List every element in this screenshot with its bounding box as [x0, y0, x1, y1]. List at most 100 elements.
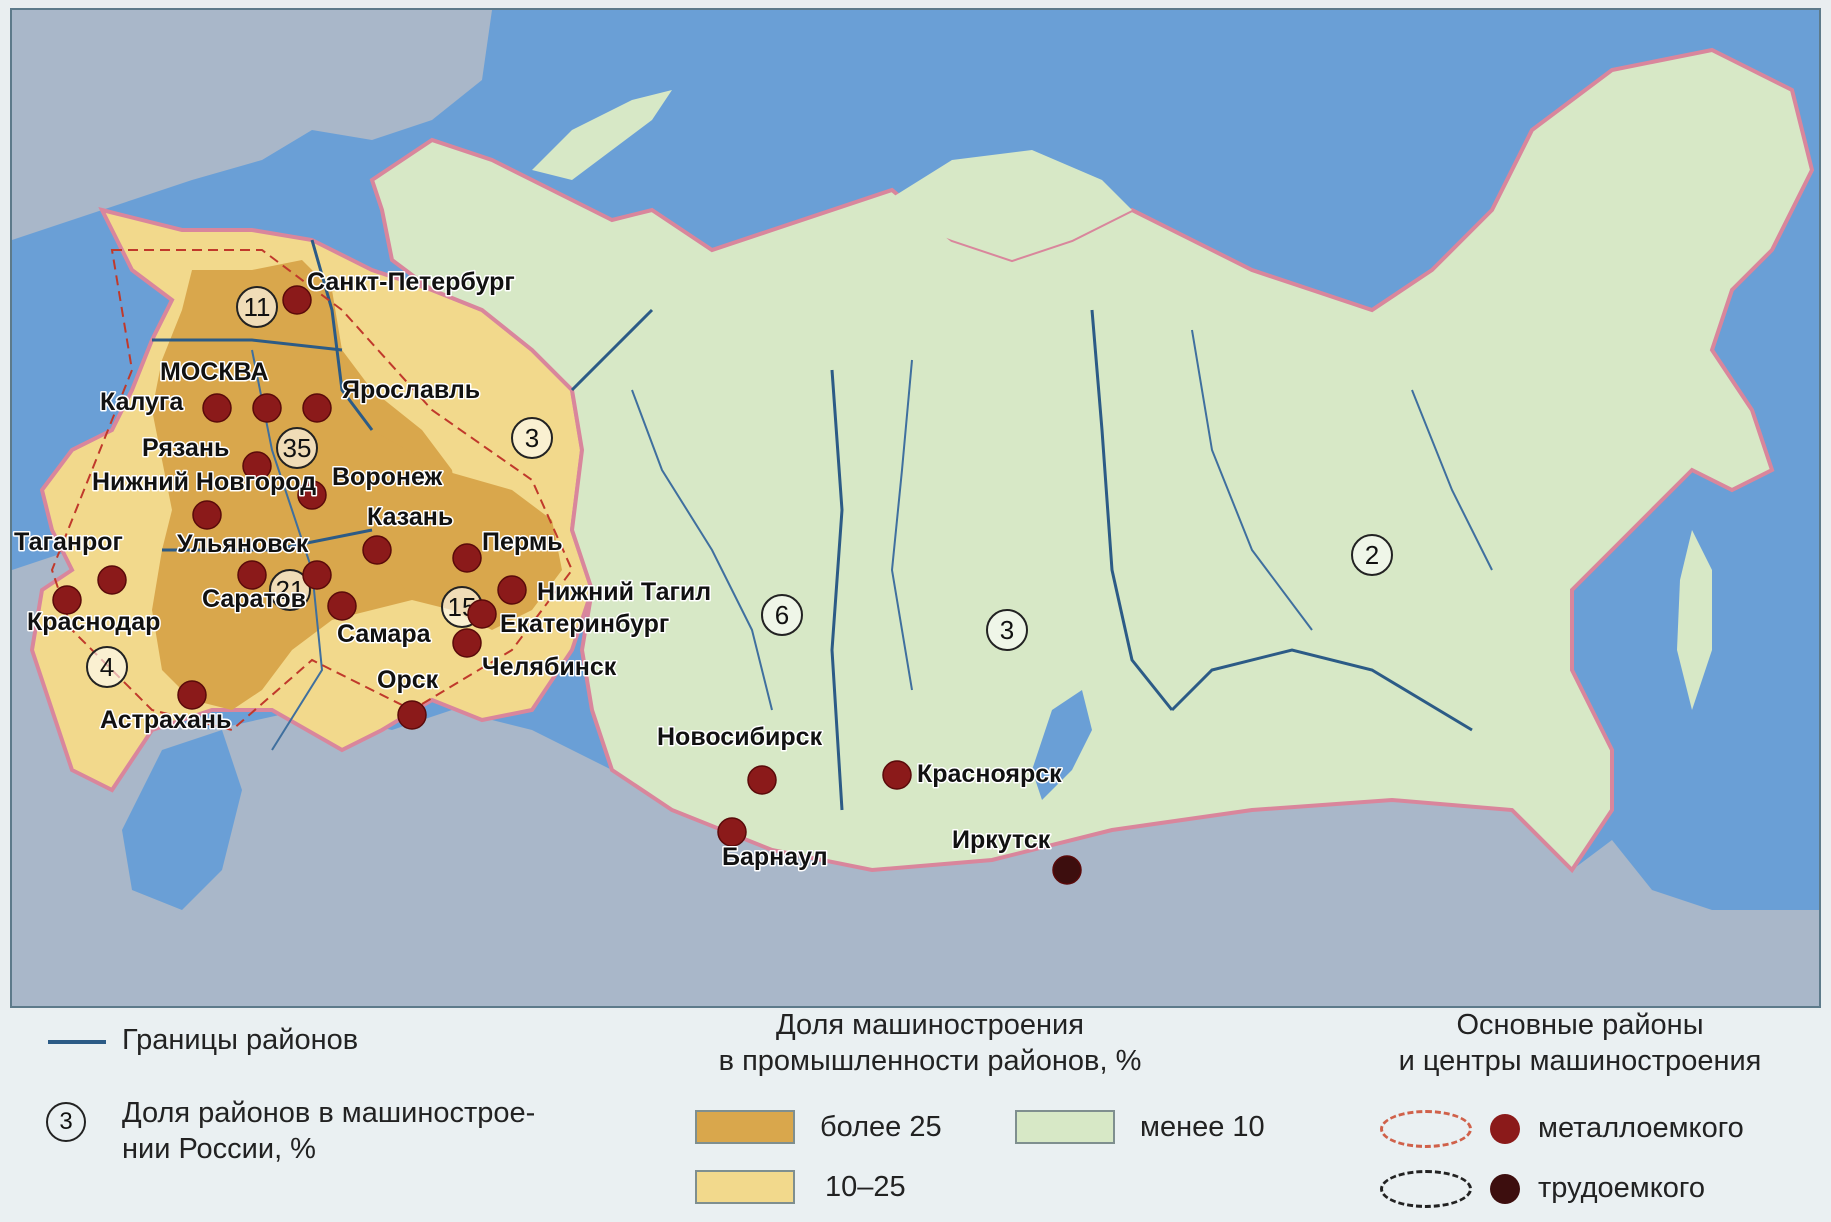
swatch-10-25: [695, 1170, 795, 1204]
metal-center-dot-symbol: [1490, 1114, 1520, 1144]
district-share-number: 11: [244, 292, 271, 322]
district-share-circle: [761, 594, 803, 636]
district-share-circle: [986, 609, 1028, 651]
district-border-line: [830, 369, 844, 811]
river-ob: [631, 389, 773, 711]
city-label: Казань: [367, 503, 453, 531]
city-label: Орск: [377, 666, 439, 694]
novaya-zemlya: [532, 90, 672, 180]
legend-machine-share-title-2: в промышленности районов, %: [718, 1045, 1142, 1077]
foreign-land-south: [12, 550, 1572, 1006]
city-label: Воронеж: [332, 463, 443, 491]
city-dot: [452, 628, 482, 658]
legend-10-25: 10–25: [825, 1171, 906, 1203]
district-border-line: [310, 239, 374, 431]
legend-labor-intensive: трудоемкого: [1538, 1172, 1705, 1204]
city-dot: [242, 451, 272, 481]
city-dot: [97, 565, 127, 595]
city-dot: [327, 591, 357, 621]
district-borders: [152, 239, 1473, 811]
city-label: Краснодар: [27, 608, 160, 636]
city-label: Екатеринбург: [500, 610, 669, 638]
metal-area-dashed-symbol: [1380, 1110, 1472, 1148]
city-dot: [452, 543, 482, 573]
city-label: Челябинск: [482, 653, 617, 681]
caspian-sea: [122, 730, 242, 910]
river-lena: [1191, 329, 1313, 631]
city-label: МОСКВА: [160, 358, 268, 386]
city-dot: [52, 585, 82, 615]
district-share-number: 4: [100, 652, 114, 682]
city-label: Саратов: [202, 585, 306, 613]
city-label: Барнаул: [722, 843, 828, 871]
city-label: Санкт-Петербург: [307, 268, 515, 296]
city-dot: [882, 760, 912, 790]
city-dot: [202, 393, 232, 423]
legend-centers-title-2: и центры машиностроения: [1398, 1045, 1762, 1077]
district-share-circle: [1351, 534, 1393, 576]
city-label: Ярославль: [342, 376, 480, 404]
legend-machine-share-title-1: Доля машиностроения: [776, 1009, 1084, 1041]
city-label: Нижний Новгород: [92, 468, 316, 496]
city-label: Пермь: [482, 528, 563, 556]
legend-more-25: более 25: [820, 1111, 942, 1143]
city-dot: [297, 480, 327, 510]
city-label: Астрахань: [100, 706, 231, 734]
district-border-line: [570, 308, 654, 392]
district-share-circle: [511, 417, 553, 459]
city-dot: [397, 700, 427, 730]
labor-center-dot-symbol: [1490, 1174, 1520, 1204]
kamchatka: [1592, 310, 1662, 490]
city-label: Таганрог: [14, 528, 123, 556]
district-border-line: [152, 338, 343, 352]
city-label: Рязань: [142, 434, 229, 462]
map-legend: Границы районов 3 Доля районов в машинос…: [0, 1009, 1831, 1222]
district-share-symbol-number: 3: [59, 1108, 73, 1135]
district-share-circle: [86, 646, 128, 688]
legend-share-label-1: Доля районов в машинострое-: [122, 1097, 536, 1129]
swatch-less-10: [1015, 1110, 1115, 1144]
city-dot: [747, 765, 777, 795]
district-border-symbol: [48, 1040, 106, 1044]
taimyr-peninsula: [872, 150, 1132, 260]
district-share-symbol: 3: [46, 1102, 86, 1142]
district-border-line: [1170, 648, 1473, 732]
city-label: Красноярск: [917, 760, 1062, 788]
district-share-circle: [276, 427, 318, 469]
city-dot: [192, 500, 222, 530]
legend-less-10: менее 10: [1140, 1111, 1265, 1143]
legend-centers-title-1: Основные районы: [1456, 1009, 1704, 1041]
foreign-land-west: [12, 10, 492, 240]
city-label: Самара: [337, 620, 432, 648]
baikal-lake: [1032, 690, 1092, 800]
city-dot: [362, 535, 392, 565]
sakhalin: [1677, 530, 1712, 710]
district-share-number: 21: [276, 575, 305, 605]
district-share-circle: [236, 286, 278, 328]
district-share-number: 3: [1000, 615, 1014, 645]
swatch-more-25: [695, 1110, 795, 1144]
river-yenisei: [890, 359, 913, 691]
legend-share-label-2: нии России, %: [122, 1133, 316, 1165]
city-dot: [1052, 855, 1082, 885]
district-share-number: 3: [525, 423, 539, 453]
district-share-number: 35: [283, 433, 312, 463]
city-label: Нижний Тагил: [537, 578, 711, 606]
district-share-number: 2: [1365, 540, 1379, 570]
city-label: Ульяновск: [177, 530, 309, 558]
city-dot: [302, 393, 332, 423]
city-label: Калуга: [100, 388, 184, 416]
city-dot: [717, 817, 747, 847]
city-dot: [467, 599, 497, 629]
city-dot: [282, 285, 312, 315]
city-label: Новосибирск: [657, 723, 823, 751]
district-share-number: 6: [775, 600, 789, 630]
city-dot: [302, 560, 332, 590]
district-share-circle: [269, 569, 311, 611]
district-border-line: [1090, 309, 1174, 711]
city-dot: [497, 575, 527, 605]
labor-area-dashed-symbol: [1380, 1170, 1472, 1208]
